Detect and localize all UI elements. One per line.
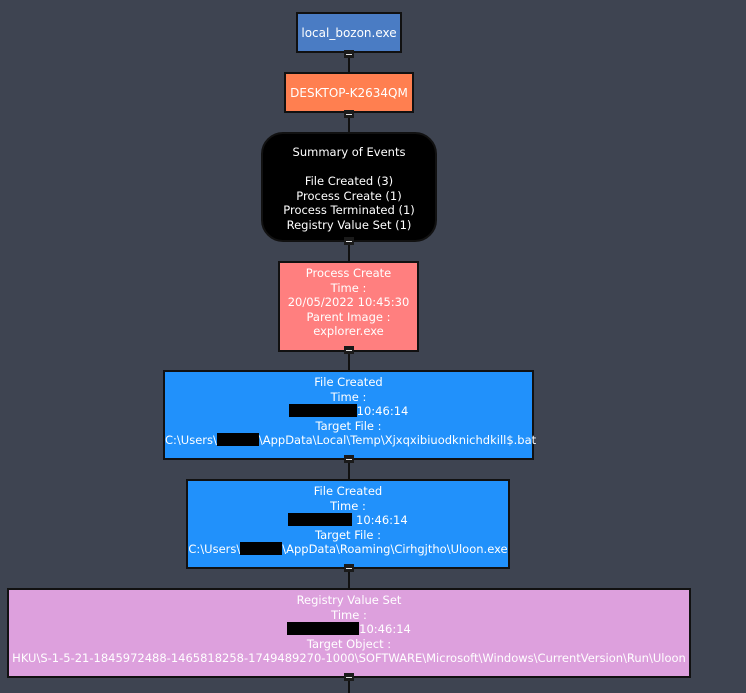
event-title: File Created [314,375,383,389]
edge-host-summary [348,113,350,132]
time-suffix: 10:46:14 [359,622,411,637]
target-file-path: C:\Users\ \AppData\Local\Temp\Xjxqxibiuod… [165,433,536,448]
summary-item: File Created (3) [304,174,394,189]
time-label: Time : [330,498,366,513]
node-file-created[interactable]: File Created Time : 10:46:14 Target File… [186,479,510,569]
redaction-bar [288,404,357,418]
target-object-label: Target Object : [306,636,392,651]
collapse-toggle-icon[interactable] [344,237,354,245]
time-suffix: 10:46:14 [356,404,409,419]
time-label: Time : [331,607,367,622]
path-suffix: \AppData\Local\Temp\Xjxqxibiuodknichdkil… [258,433,537,448]
time-value: 20/05/2022 10:45:30 [287,295,410,310]
time-label: Time : [330,389,367,404]
redaction-bar [288,513,353,527]
collapse-toggle-icon[interactable] [344,50,354,58]
collapse-toggle-icon[interactable] [344,346,354,354]
edge-reg-next [348,678,350,693]
path-prefix: C:\Users\ [165,433,217,448]
summary-spacer [263,160,435,175]
summary-title: Summary of Events [292,145,406,159]
edge-file1-file2 [348,460,350,479]
event-title: Registry Value Set [296,593,402,607]
redaction-bar [216,433,259,447]
edge-summary-proc [348,242,350,261]
node-process-create[interactable]: Process Create Time : 20/05/2022 10:45:3… [278,261,419,352]
edge-file2-reg [348,569,350,588]
target-object-value: HKU\S-1-5-21-1845972488-1465818258-17494… [12,651,686,666]
target-file-label: Target File : [314,527,381,542]
summary-item: Process Create (1) [296,188,402,203]
time-suffix: 10:46:14 [352,513,408,528]
parent-image-value: explorer.exe [313,324,384,339]
collapse-toggle-icon[interactable] [344,455,354,463]
path-suffix: \AppData\Roaming\Cirhgjtho\Uloon.exe [282,542,508,557]
event-title: Process Create [305,266,392,280]
collapse-toggle-icon[interactable] [344,673,354,681]
node-label: DESKTOP-K2634QM [290,86,408,100]
node-file-created[interactable]: File Created Time : 10:46:14 Target File… [163,370,536,460]
node-label: local_bozon.exe [301,26,397,40]
redaction-bar [287,622,360,636]
event-title: File Created [313,484,383,498]
redaction-bar [240,542,283,556]
edge-proc-file1 [348,352,350,370]
time-value: 10:46:14 [188,513,508,528]
parent-image-label: Parent Image : [306,309,391,324]
collapse-toggle-icon[interactable] [344,110,354,118]
target-file-label: Target File : [315,418,382,433]
node-process-exe[interactable]: local_bozon.exe [296,12,402,53]
time-label: Time : [330,280,367,295]
collapse-toggle-icon[interactable] [344,564,354,572]
edge-exe-host [348,53,350,72]
node-registry-value-set[interactable]: Registry Value Set Time : 10:46:14 Targe… [7,588,691,678]
summary-item: Process Terminated (1) [283,203,415,218]
time-value: 10:46:14 [165,404,532,419]
target-file-path: C:\Users\ \AppData\Roaming\Cirhgjtho\Uloo… [188,542,508,557]
path-prefix: C:\Users\ [188,542,241,557]
node-summary-of-events[interactable]: Summary of Events File Created (3) Proce… [261,132,437,242]
node-host[interactable]: DESKTOP-K2634QM [284,72,414,113]
time-value: 10:46:14 [9,622,689,637]
summary-item: Registry Value Set (1) [286,217,412,232]
